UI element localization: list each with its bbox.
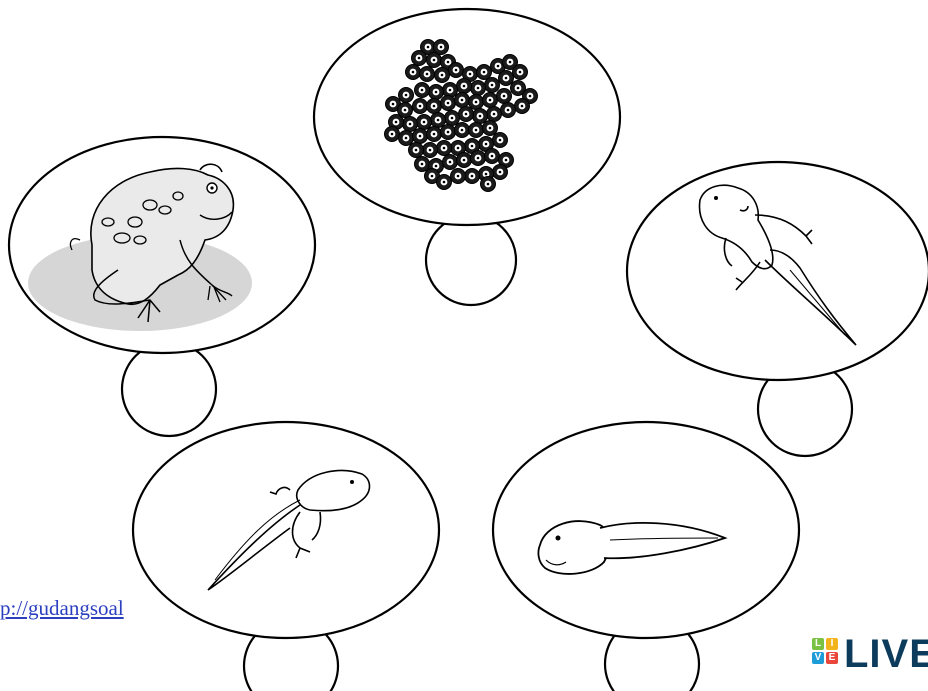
stage-froglet: [627, 162, 928, 456]
logo-tile-l: L: [812, 638, 824, 650]
answer-circle-frog[interactable]: [122, 342, 216, 436]
live-logo: L I V E LIVE: [812, 630, 928, 678]
live-logo-text: LIVE: [844, 632, 928, 676]
logo-tile-i: I: [826, 638, 838, 650]
stage-tadpole: [493, 422, 799, 691]
logo-tile-v: V: [812, 652, 824, 664]
stage-adult-frog: [9, 137, 315, 436]
answer-circle-eggs[interactable]: [426, 215, 516, 305]
live-logo-icon: L I V E: [812, 638, 840, 666]
logo-tile-e: E: [826, 652, 838, 664]
stage-frog-eggs: [314, 9, 620, 305]
stage-tadpole-with-legs: [133, 422, 439, 691]
source-url-link[interactable]: p://gudangsoal: [0, 596, 196, 621]
